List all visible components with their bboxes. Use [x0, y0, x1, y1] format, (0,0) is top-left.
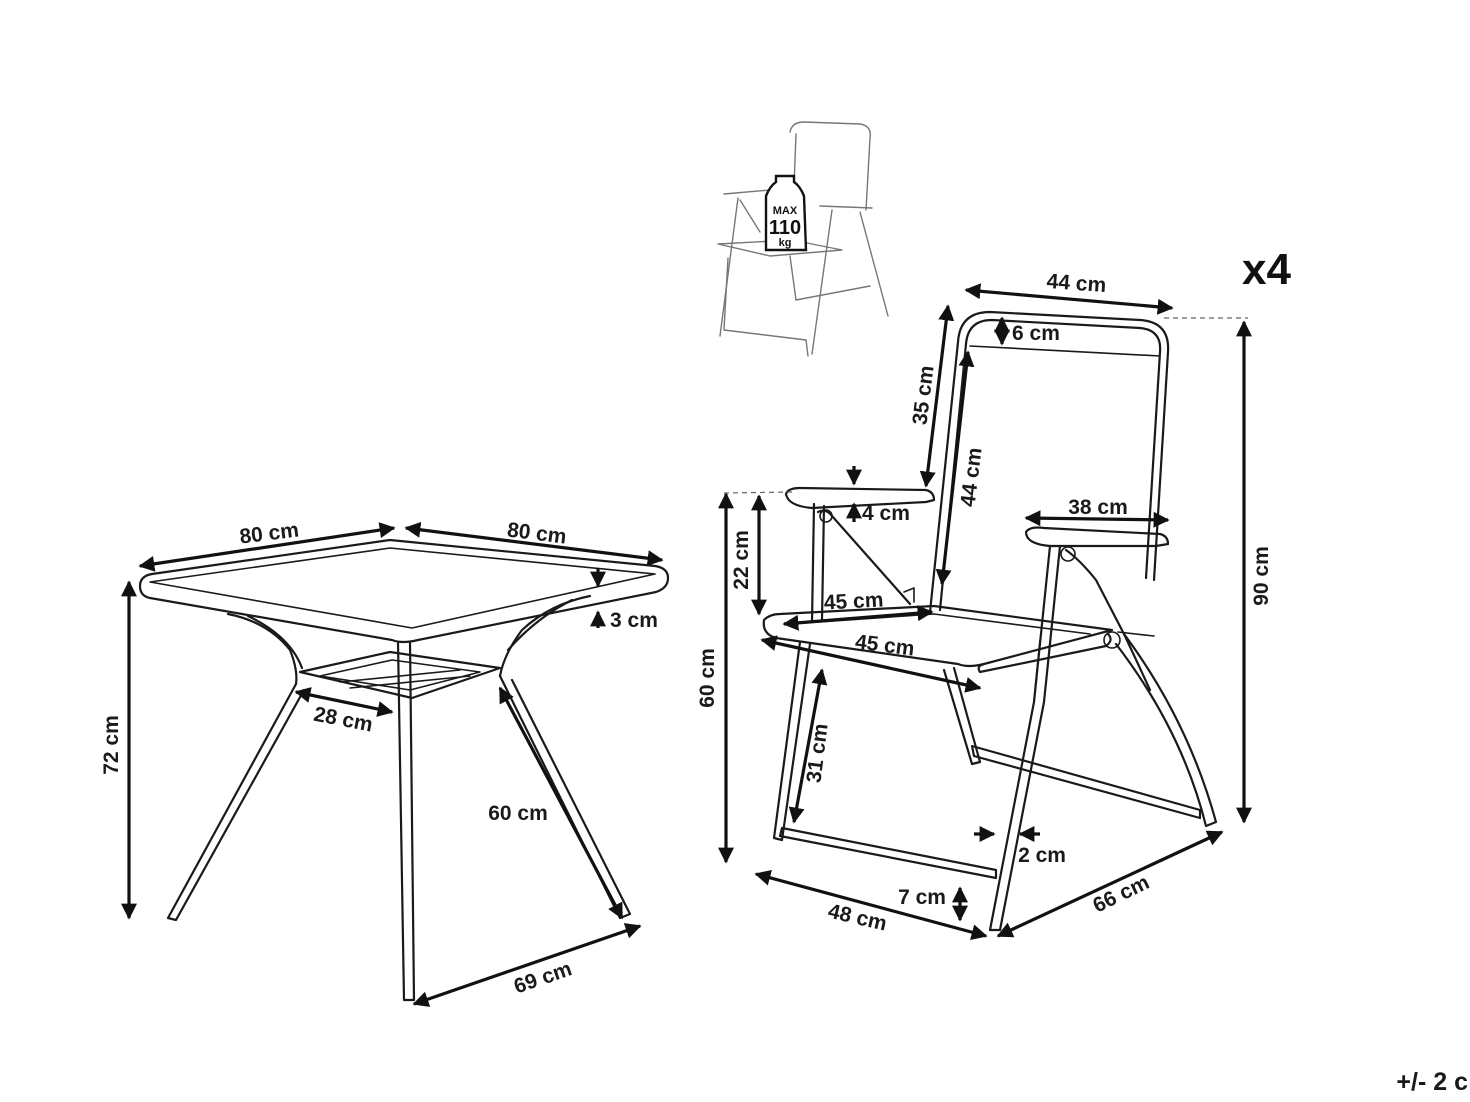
chair-armrest-to-seat-label: 22 cm	[730, 530, 753, 590]
chair-dimension-lines	[718, 283, 1252, 940]
chair-seat-height-label: 31 cm	[803, 722, 833, 784]
tolerance-note: +/- 2 c	[1396, 1068, 1468, 1096]
table-height-label: 72 cm	[100, 715, 123, 775]
table-width-right-label: 80 cm	[506, 519, 568, 549]
chair-back-top-label: 6 cm	[1012, 322, 1060, 345]
table-drawing	[121, 521, 670, 1007]
table-leg-span-label: 69 cm	[511, 957, 575, 998]
table-top-thickness-label: 3 cm	[610, 609, 658, 632]
chair-base-width-label: 48 cm	[826, 900, 889, 936]
chair-back-height-label: 44 cm	[957, 446, 987, 508]
weight-badge-max: MAX	[773, 205, 798, 217]
table-leg-label: 60 cm	[488, 802, 548, 825]
chair-seat-depth-label: 45 cm	[823, 588, 884, 614]
chair-armrest-length-label: 38 cm	[1068, 496, 1128, 519]
quantity-multiplier: x4	[1242, 245, 1291, 294]
chair-arm-height-label: 60 cm	[696, 648, 719, 708]
weight-badge-value: 110	[769, 217, 801, 239]
chair-back-width-label: 44 cm	[1046, 270, 1107, 297]
chair-foot-bar-label: 7 cm	[898, 886, 946, 909]
weight-badge-unit: kg	[779, 237, 792, 249]
chair-seat-width-label: 45 cm	[854, 631, 916, 661]
small-chair-icon	[717, 121, 889, 357]
chair-total-height-label: 90 cm	[1250, 546, 1273, 606]
chair-armrest-thickness-label: 4 cm	[862, 502, 910, 525]
chair-tube-label: 2 cm	[1018, 844, 1066, 867]
